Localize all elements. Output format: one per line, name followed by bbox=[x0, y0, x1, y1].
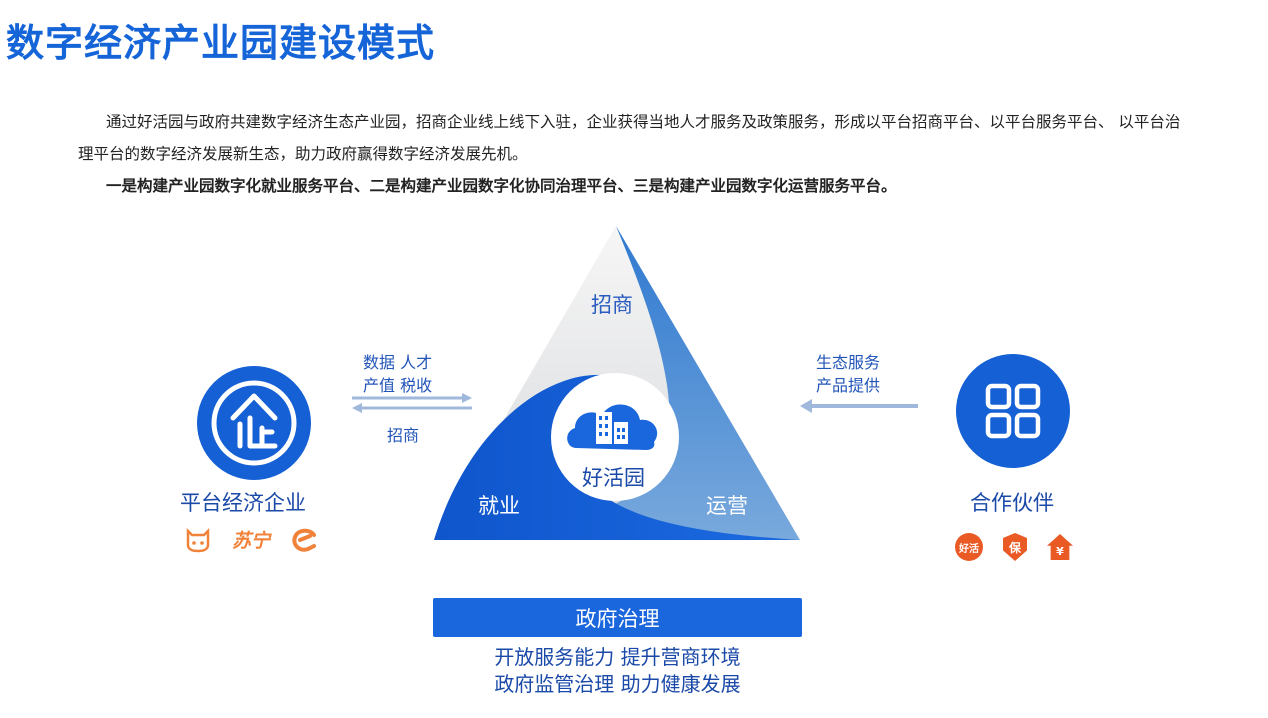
triangle-left-segment bbox=[434, 374, 800, 540]
right-entity-label: 合作伙伴 bbox=[970, 491, 1054, 515]
partner-circle bbox=[956, 354, 1070, 468]
haohuo-logo: 好活 bbox=[955, 533, 983, 561]
government-bar: 政府治理 bbox=[433, 598, 802, 637]
left-flow-line-2: 产值 税收 bbox=[363, 376, 433, 395]
left-entity-logos: 苏宁 bbox=[184, 526, 320, 553]
right-entity-logos: 好活 保 ¥ bbox=[955, 533, 1073, 561]
home-yuan-logo: ¥ bbox=[1047, 534, 1073, 560]
triangle-left-label: 就业 bbox=[478, 494, 520, 518]
page-title: 数字经济产业园建设模式 bbox=[6, 21, 436, 65]
triangle-center-label: 好活园 bbox=[582, 466, 645, 490]
left-flow-line-1: 数据 人才 bbox=[363, 353, 433, 372]
intro-paragraph-2: 一是构建产业园数字化就业服务平台、二是构建产业园数字化协同治理平台、三是构建产业… bbox=[106, 177, 897, 195]
right-flow-line-1: 生态服务 bbox=[816, 353, 881, 372]
intro-text: 通过好活园与政府共建数字经济生态产业园，招商企业线上线下入驻，企业获得当地人才服… bbox=[78, 106, 1188, 202]
left-flow-arrows bbox=[352, 393, 472, 413]
right-flow-line-2: 产品提供 bbox=[816, 376, 881, 395]
left-flow-line-3: 招商 bbox=[387, 426, 420, 445]
eleme-logo bbox=[292, 528, 317, 552]
suning-logo: 苏宁 bbox=[232, 530, 271, 552]
grid-apps-icon bbox=[985, 383, 1041, 439]
left-entity-label: 平台经济企业 bbox=[180, 491, 306, 515]
right-flow-arrow bbox=[800, 399, 918, 413]
government-line-2: 政府监管治理 助力健康发展 bbox=[494, 672, 741, 696]
triangle-top-label: 招商 bbox=[591, 293, 633, 317]
cloud-buildings-icon bbox=[567, 404, 658, 450]
triangle-right-label: 运营 bbox=[706, 494, 748, 518]
enterprise-circle bbox=[197, 366, 311, 480]
government-description: 开放服务能力 提升营商环境 政府监管治理 助力健康发展 bbox=[433, 644, 802, 698]
triangle-right-segment bbox=[560, 226, 800, 540]
intro-paragraph-1: 通过好活园与政府共建数字经济生态产业园，招商企业线上线下入驻，企业获得当地人才服… bbox=[78, 113, 1181, 163]
insurance-logo: 保 bbox=[1003, 533, 1027, 561]
enterprise-icon bbox=[211, 380, 297, 466]
government-line-1: 开放服务能力 提升营商环境 bbox=[494, 645, 741, 669]
hippo-logo bbox=[186, 527, 210, 552]
